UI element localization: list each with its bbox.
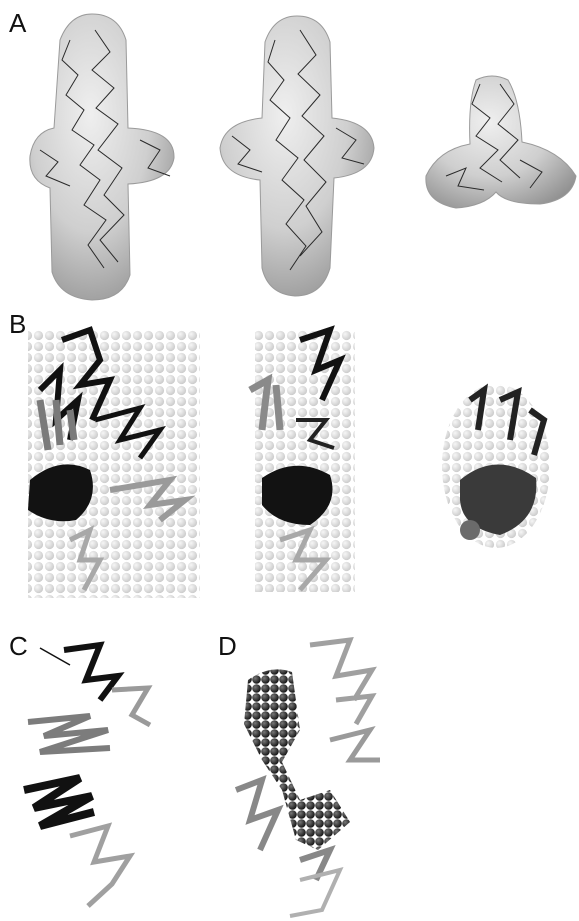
panel-b-bead-model-1: [28, 330, 200, 598]
panel-a-envelope-1: [30, 14, 174, 300]
panel-c-ribbon-structure: [24, 645, 150, 906]
panel-b-bead-model-3: [442, 384, 550, 548]
panel-a-envelope-3: [426, 76, 576, 208]
panel-a-envelope-2: [220, 16, 374, 296]
panel-b-bead-model-2: [250, 330, 355, 592]
panel-d-ribbon-structure: [236, 640, 380, 916]
